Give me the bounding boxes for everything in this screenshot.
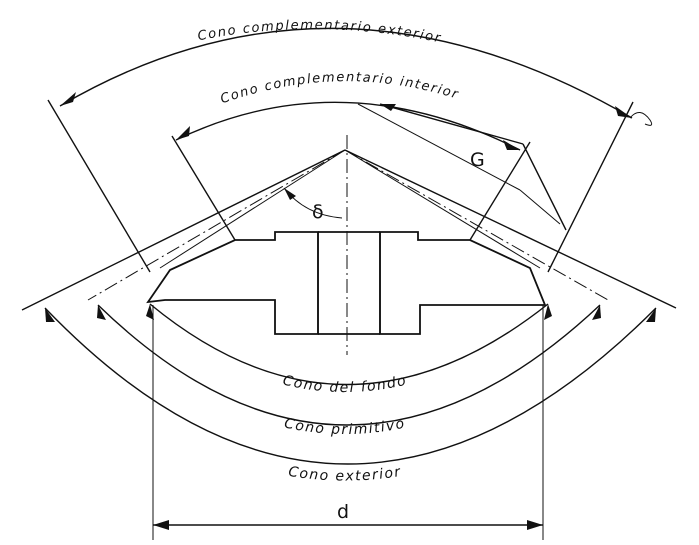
outer-cone-arc <box>44 307 657 465</box>
outer-complementary-cone-lines <box>47 99 634 273</box>
label-cono-del-fondo: Cono del fondo <box>281 373 408 396</box>
root-cone-arc <box>146 303 552 386</box>
label-d: d <box>337 501 349 523</box>
label-g: G <box>470 149 485 171</box>
scribble-mark <box>629 112 653 126</box>
inner-complementary-cone-arc <box>175 101 521 151</box>
label-cono-primitivo: Cono primitivo <box>283 415 407 438</box>
inner-complementary-cone-lines <box>171 135 531 241</box>
label-cono-complementario-interior: Cono complementario interior <box>219 70 461 107</box>
gear-section <box>146 231 547 335</box>
label-cono-exterior: Cono exterior <box>287 464 402 485</box>
dimension-d <box>152 305 544 540</box>
pitch-cone-lines <box>21 149 677 311</box>
outer-complementary-cone-arc <box>59 27 633 119</box>
label-cono-complementario-exterior: Cono complementario exterior <box>196 18 443 47</box>
pitch-cone-arc <box>97 304 601 426</box>
dimension-g <box>357 103 567 231</box>
label-delta: δ <box>312 201 324 223</box>
